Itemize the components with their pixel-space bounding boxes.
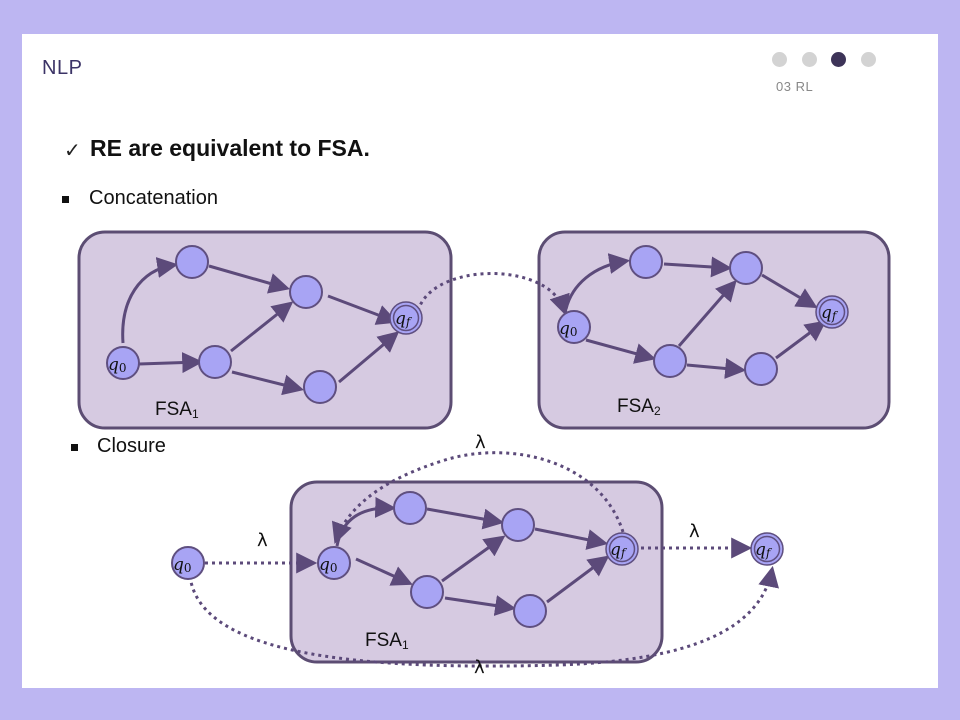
bullet-concatenation: Concatenation [89, 187, 218, 209]
closure-fsa-label: FSA1 [365, 630, 409, 652]
progress-dot-4 [861, 52, 876, 67]
final-state-node [389, 301, 423, 335]
state-node [198, 345, 232, 379]
state-node [175, 245, 209, 279]
closure-lambda-edge-loop [331, 451, 625, 544]
fsa2-edge [663, 256, 733, 278]
fsa1-label: FSA1 [155, 399, 199, 421]
fsa1-edge [230, 301, 294, 353]
closure-edge [441, 535, 506, 583]
state-node [629, 245, 663, 279]
final-state-label: qf [395, 309, 413, 329]
start-state-label: q0 [108, 355, 127, 375]
slide-heading: RE are equivalent to FSA. [90, 135, 370, 161]
fsa1-edge [208, 264, 291, 294]
start-state-node [557, 310, 591, 344]
state-node [289, 275, 323, 309]
closure-fsa-box [289, 480, 664, 664]
final-state-label: qf [821, 303, 839, 323]
closure-edge [426, 507, 505, 530]
fsa2-edge [585, 338, 657, 364]
state-node [729, 251, 763, 285]
closure-edge [444, 595, 517, 616]
lambda-label: λ [689, 521, 700, 542]
lambda-label: λ [475, 432, 486, 453]
state-node [410, 575, 444, 609]
lambda-label: λ [257, 530, 268, 551]
closure-edge [546, 555, 610, 604]
progress-dot-2 [802, 52, 817, 67]
fsa1-box [77, 230, 453, 430]
closure-edge [534, 527, 609, 550]
start-state-label: q0 [173, 555, 192, 575]
final-state-node [750, 532, 784, 566]
start-state-label: q0 [559, 319, 578, 339]
final-state-node [815, 295, 849, 329]
fsa2-edge [761, 273, 818, 309]
state-node [744, 352, 778, 386]
state-node [393, 491, 427, 525]
progress-dot-1 [772, 52, 787, 67]
lambda-label: λ [474, 657, 485, 678]
final-state-label: qf [755, 540, 773, 560]
bullet-square-icon [71, 444, 78, 451]
closure-lambda-edge-skip [188, 565, 779, 668]
fsa1-edge [327, 294, 398, 325]
start-state-label: q0 [319, 555, 338, 575]
start-state-node [171, 546, 205, 580]
start-state-node [106, 346, 140, 380]
fsa1-edge [138, 352, 204, 374]
bullet-closure: Closure [97, 435, 166, 457]
fsa2-label: FSA2 [617, 396, 661, 418]
section-label: 03 RL [776, 79, 814, 94]
fsa1-edge [231, 370, 305, 396]
fsa1-edge [338, 331, 400, 384]
progress-dot-3-active [831, 52, 846, 67]
course-title: NLP [42, 57, 83, 79]
final-state-label: qf [610, 540, 628, 560]
final-state-node [605, 532, 639, 566]
closure-edge [355, 557, 413, 586]
fsa2-box [537, 230, 891, 430]
state-node [501, 508, 535, 542]
state-node [303, 370, 337, 404]
fsa2-edge [686, 358, 747, 379]
checkmark-icon: ✓ [64, 140, 81, 162]
fsa1-edge [121, 257, 179, 344]
state-node [653, 344, 687, 378]
fsa2-edge [775, 320, 827, 360]
state-node [513, 594, 547, 628]
start-state-node [317, 546, 351, 580]
fsa2-edge [677, 279, 737, 347]
bullet-square-icon [62, 196, 69, 203]
concat-lambda-edge [416, 272, 570, 316]
